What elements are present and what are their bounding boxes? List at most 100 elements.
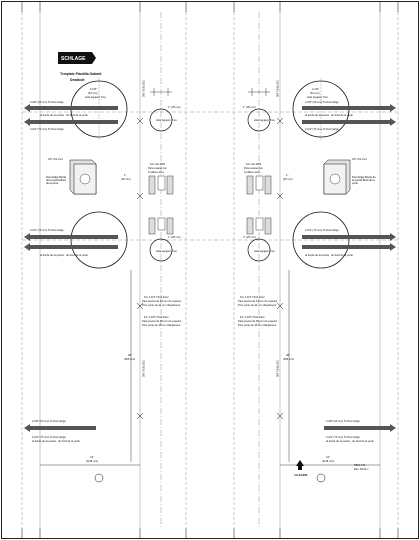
backset-left-lower-a: 2-3/8" (60 mm) To Door Edge — [32, 419, 66, 423]
dim-a-left: 1" — [124, 173, 126, 177]
footer-company: ALLEGION — [294, 473, 308, 477]
tear-marks — [21, 2, 399, 538]
backset-right-lower-fr: al borde de la puerta · du bord de la po… — [326, 439, 374, 443]
small-hole-label-right-top: Hole Agujero Trou — [254, 118, 275, 122]
latch-diagram-right — [246, 175, 272, 195]
big-hole-label: Hole Agujero Trou — [85, 95, 106, 99]
backset-arrow-right-bottom — [302, 233, 396, 251]
door-edge-label-left: Door Edge Borde de la puerta Bord de la … — [46, 176, 67, 185]
footer-part: P515-710 — [354, 463, 366, 467]
backset-arrow-left-lower — [24, 424, 96, 432]
thick1-es-left: Para puerta de 44 mm de espesor — [142, 299, 181, 303]
thick2-es-right: Para puerta de 35 mm de espesor — [238, 319, 277, 323]
latch-diagram-left — [148, 175, 174, 195]
small-hole-right-bottom: 1" (25 mm) — [243, 235, 256, 239]
logo-text: SCHLAGE — [61, 56, 86, 62]
dim-a-mm-right: (25 mm) — [283, 177, 293, 181]
backset-arrow-right-lower — [324, 424, 396, 432]
allegion-logo — [296, 460, 304, 470]
door-edge-label-right: Door Edge Borde de la puerta Bord de la … — [352, 176, 376, 185]
backset-left-lower-b: 2-3/4" (70 mm) To Door Edge — [32, 435, 66, 439]
thick1-left: For 1-3/4" Thick Door — [144, 295, 169, 299]
backset-right-bottom-fr: al borde de la puerta · du bord de la po… — [305, 253, 353, 257]
backset-arrow-left-bottom — [24, 233, 118, 251]
backset-left-lower-fr: al borde de la puerta · du bord de la po… — [32, 439, 80, 443]
latch-diagram-right-2 — [246, 217, 272, 235]
cross-marks-left — [136, 117, 144, 420]
door-edge-box-right — [323, 159, 351, 195]
schlage-logo: SCHLAGE — [58, 52, 96, 64]
backset-left-bottom: 2-3/4" (70 mm) To Door Edge — [30, 228, 64, 232]
backset-right-top-fr: al borde de la puerta · du bord de la po… — [305, 113, 353, 117]
big-hole-mm: (54 mm) — [88, 91, 98, 95]
dim-b-mm-left: (965 mm) — [124, 357, 135, 361]
backset-right-top: 2-3/8" (60 mm) To Door Edge — [305, 100, 339, 104]
dim-c-mm-right: (1118 mm) — [322, 459, 334, 463]
use-with-left: For Use With — [150, 162, 166, 166]
backset-arrow-right-top — [302, 104, 396, 126]
dim-a-right: 1" — [286, 173, 288, 177]
thick2-right: For 1-3/8" Thick Door — [240, 315, 265, 319]
dim-b-right: 38" — [286, 353, 290, 357]
small-hole-label-right-bottom: Hole Agujero Trou — [254, 249, 275, 253]
thick2-es-left: Para puerta de 35 mm de espesor — [142, 319, 181, 323]
backset-arrow-left-top2 — [24, 118, 118, 126]
use-with-es-right: Para usarse con — [244, 166, 263, 170]
cross-marks-right — [276, 117, 284, 420]
dim-c-left: 44" — [90, 455, 94, 459]
small-hole-left-top: 1" (25 mm) — [168, 105, 181, 109]
bolt-circle-left-bottom — [149, 238, 173, 262]
use-with-right: For Use With — [246, 162, 262, 166]
thick1-fr-left: Pour porte de 44 mm d'épaisseur — [142, 303, 180, 307]
guide-lines — [21, 12, 399, 528]
base-circle-left — [94, 473, 104, 483]
thick2-fr-right: Pour porte de 35 mm d'épaisseur — [238, 323, 276, 327]
backset-right-lower-b: 2-3/4" (70 mm) To Door Edge — [326, 435, 360, 439]
big-hole-size: 2-1/8" — [90, 87, 97, 91]
door-edge-size-left: 3/4" (19 mm) — [48, 157, 63, 161]
big-hole-mm-right: (54 mm) — [310, 91, 320, 95]
small-hole-label-left-bottom: Hole Agujero Trou — [156, 249, 177, 253]
template-title: Template Plantilla Gabarit — [60, 72, 102, 76]
use-with-fr-left: A utiliser avec — [148, 170, 165, 174]
big-hole-size-right: 2-1/8" — [312, 87, 319, 91]
bolt-circle-left-top — [149, 108, 173, 132]
backset-left-bottom-fr: al borde de la puerta · du bord de la po… — [40, 253, 88, 257]
center-line-left-bottom: CENTER LINE — [142, 360, 146, 377]
backset-right-bottom: 2-3/4" (70 mm) To Door Edge — [305, 228, 339, 232]
small-hole-right-top: 1" (25 mm) — [243, 105, 256, 109]
thick1-es-right: Para puerta de 44 mm de espesor — [238, 299, 277, 303]
footer-rev: Rev. 05/13-c — [354, 467, 369, 471]
center-line-right-top: CENTER LINE — [276, 80, 280, 97]
bore-circle-right-bottom — [292, 211, 350, 269]
backset-arrow-left-top — [24, 104, 118, 112]
dim-c-right: 44" — [326, 455, 330, 459]
center-line-right-bottom: CENTER LINE — [276, 360, 280, 377]
use-with-es-left: Para usarse con — [148, 166, 167, 170]
center-line-left-top: CENTER LINE — [142, 80, 146, 97]
backset-left-2: 2-3/4" (70 mm) To Door Edge — [30, 127, 64, 131]
door-edge-box-left — [69, 159, 97, 195]
door-edge-size-right: 3/4" (19 mm) — [352, 157, 367, 161]
backset-left-top: 2-3/8" (60 mm) To Door Edge — [30, 100, 64, 104]
backset-right-lower-a: 2-3/8" (60 mm) To Door Edge — [326, 419, 360, 423]
thick2-fr-left: Pour porte de 35 mm d'épaisseur — [142, 323, 180, 327]
bolt-circle-right-top — [247, 108, 271, 132]
backset-right-top-b: 2-3/4" (70 mm) To Door Edge — [305, 127, 339, 131]
bolt-circle-right-bottom — [247, 238, 271, 262]
dim-c-mm-left: (1118 mm) — [86, 459, 98, 463]
thick1-right: For 1-3/4" Thick Door — [240, 295, 265, 299]
backset-left-top-fr: al borde de la puerta · du bord de la po… — [40, 113, 88, 117]
use-with-fr-right: A utiliser avec — [244, 170, 261, 174]
thick1-fr-right: Pour porte de 44 mm d'épaisseur — [238, 303, 276, 307]
template-subtitle: Deadbolt — [70, 78, 85, 82]
big-hole-label-right: Hole Agujero Trou — [307, 95, 328, 99]
base-circle-right — [316, 473, 326, 483]
dim-b-mm-right: (965 mm) — [283, 357, 294, 361]
small-hole-left-bottom: 1" (25 mm) — [168, 235, 181, 239]
small-hole-label-left-top: Hole Agujero Trou — [156, 118, 177, 122]
dim-a-mm-left: (25 mm) — [121, 177, 131, 181]
latch-diagram-left-2 — [148, 217, 174, 235]
